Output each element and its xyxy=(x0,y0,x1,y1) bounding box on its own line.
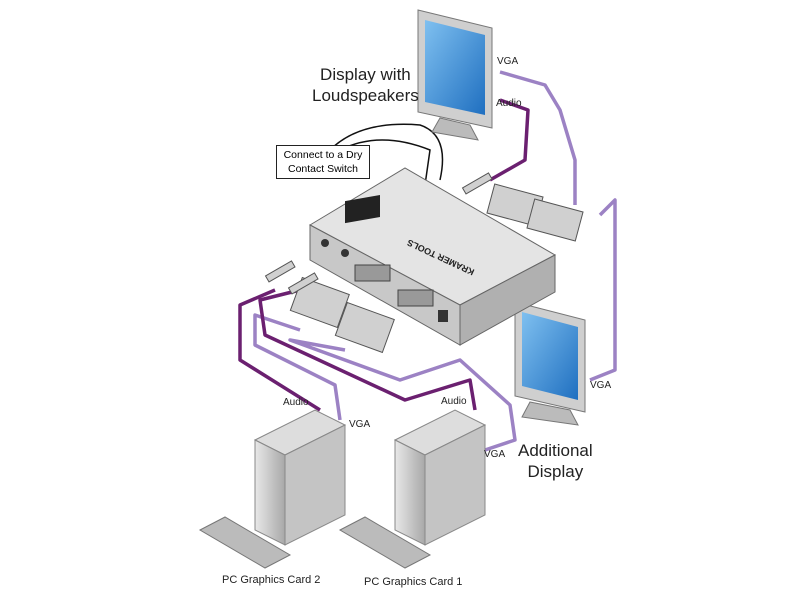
vga-connector xyxy=(289,276,350,329)
audio-plug xyxy=(287,272,319,295)
audio-cable-pc2 xyxy=(238,288,321,412)
label-line: Additional xyxy=(518,441,593,460)
audio-plug xyxy=(461,172,493,195)
label-line: Contact Switch xyxy=(287,163,359,175)
vga-cable-pc2 xyxy=(253,313,342,421)
audio-cable-pc1 xyxy=(258,288,477,411)
vga-label: VGA xyxy=(497,56,519,67)
additional-display-label: Additional Display xyxy=(518,440,593,482)
pc-graphics-card-2 xyxy=(198,409,347,569)
kramer-switcher: KRAMER TOOLS xyxy=(308,167,557,346)
display-with-loudspeakers xyxy=(417,9,493,141)
display-main-label: Display with Loudspeakers xyxy=(312,64,419,106)
vga-label: VGA xyxy=(590,380,612,391)
vga-label: VGA xyxy=(349,419,371,430)
audio-label: Audio xyxy=(283,397,309,408)
pc-graphics-card-1 xyxy=(338,409,487,569)
label-line: Loudspeakers xyxy=(312,86,419,105)
label-line: Display xyxy=(527,462,584,481)
dry-contact-callout: Connect to a Dry Contact Switch xyxy=(276,145,370,179)
pc2-label: PC Graphics Card 2 xyxy=(222,574,321,586)
label-line: Connect to a Dry xyxy=(283,149,363,161)
vga-connector xyxy=(334,301,395,354)
audio-label: Audio xyxy=(441,396,467,407)
audio-label: Audio xyxy=(496,98,522,109)
vga-connector xyxy=(526,198,584,242)
vga-cable-main-display xyxy=(499,70,577,205)
vga-cable-pc1 xyxy=(288,338,517,452)
vga-label: VGA xyxy=(484,449,506,460)
audio-plug xyxy=(264,260,296,283)
vga-cable-additional xyxy=(589,198,617,382)
pc1-label: PC Graphics Card 1 xyxy=(364,576,463,588)
label-line: Display with xyxy=(320,65,411,84)
additional-display xyxy=(514,301,586,426)
audio-cable-main-display xyxy=(489,98,530,182)
